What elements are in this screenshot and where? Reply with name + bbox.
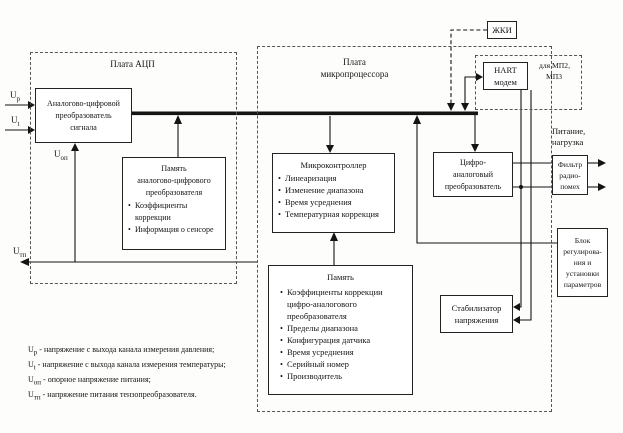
mcu-board-title: Плата микропроцессора — [320, 57, 389, 79]
hart-region-outline — [475, 55, 582, 110]
list-item: Время усреднения — [278, 346, 409, 358]
adc-board-outline — [30, 52, 237, 284]
list-item: Время усреднения — [276, 196, 391, 208]
list-item: Информация о сенсоре — [126, 224, 222, 236]
list-item: Температурная коррекция — [276, 208, 391, 220]
mcu-board-outline — [257, 46, 552, 412]
block-adc-memory: Память аналогово-цифрового преобразовате… — [122, 157, 226, 250]
block-hart-modem: HART модем — [483, 62, 528, 90]
power-load-annotation: Питание, нагрузка — [552, 126, 586, 147]
list-item: Серийный номер — [278, 358, 409, 370]
list-item: Линеаризация — [276, 172, 391, 184]
list-item: Конфигурация датчика — [278, 334, 409, 346]
block-regulation-unit: Блок регулирова- ния и установки парамет… — [557, 228, 608, 297]
block-microcontroller: Микроконтроллер Линеаризация Изменение д… — [272, 153, 395, 233]
legend-line: Uтп - напряжение питания тензопреобразов… — [28, 389, 197, 402]
list-item: Коэффициенты коррекции цифро-аналогового… — [278, 286, 409, 322]
block-lcd: ЖКИ — [487, 21, 517, 39]
legend: Uр - напряжение с выхода канала измерени… — [28, 344, 226, 404]
list-item: Пределы диапазона — [278, 322, 409, 334]
signal-label-up: Uр — [10, 90, 20, 103]
adc-board-title: Плата АЦП — [110, 59, 155, 69]
signal-label-uop: Uоп — [54, 149, 68, 162]
block-adc-converter: Аналогово-цифровой преобразователь сигна… — [35, 88, 132, 143]
list-item: Коэффициенты коррекции — [126, 200, 222, 224]
block-voltage-stabilizer: Стабилизатор напряжения — [440, 295, 513, 333]
legend-line: Uр - напряжение с выхода канала измерени… — [28, 345, 215, 357]
list-item: Производитель — [278, 370, 409, 382]
block-memory: Память Коэффициенты коррекции цифро-анал… — [268, 265, 413, 395]
legend-line: Uоп - опорное напряжение питания; — [28, 374, 151, 387]
hart-region-label: для МП2, МП3 — [539, 61, 570, 81]
signal-label-ut: Ut — [11, 115, 20, 128]
signal-label-utp: Uтп — [13, 246, 27, 259]
legend-line: Ut - напряжение с выхода канала измерени… — [28, 359, 226, 372]
list-item: Изменение диапазона — [276, 184, 391, 196]
arrow-right-icon — [598, 159, 606, 167]
arrow-right-icon — [598, 183, 606, 191]
block-dac: Цифро- аналоговый преобразователь — [433, 152, 513, 197]
block-rfi-filter: Фильтр радио- помех — [552, 155, 588, 195]
